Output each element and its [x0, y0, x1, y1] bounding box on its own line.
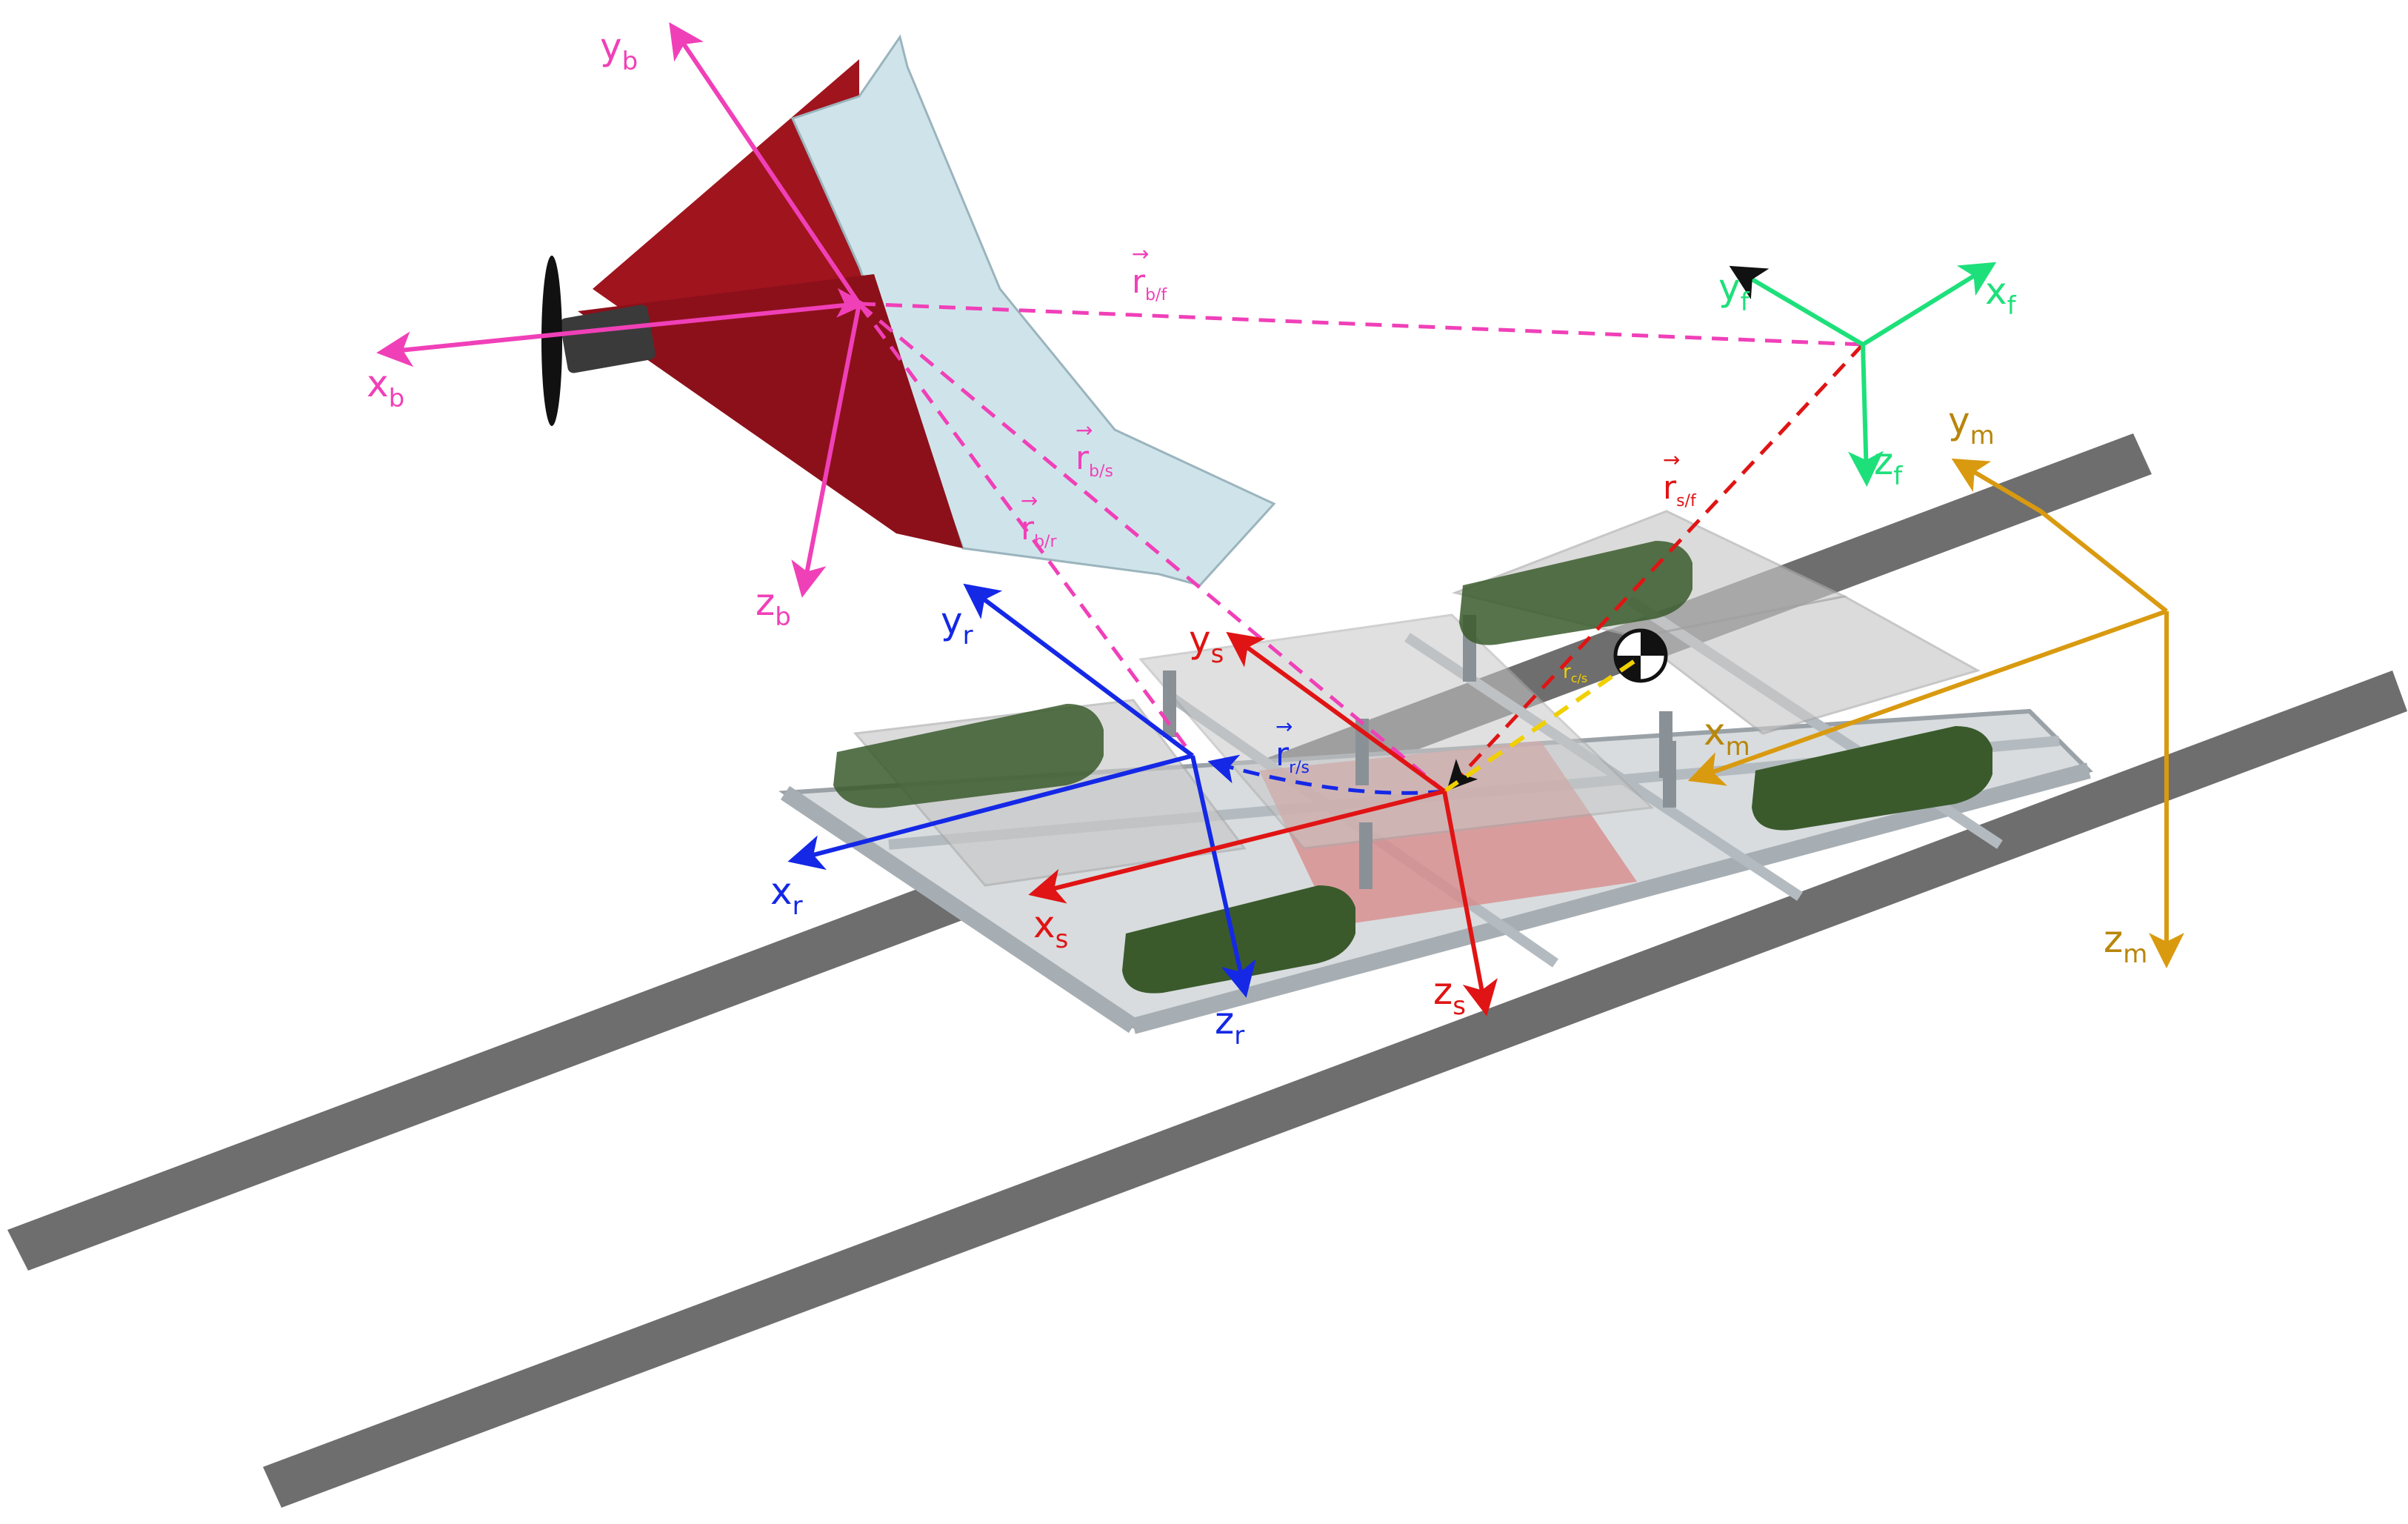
post — [1359, 822, 1373, 889]
com-quadrant — [1615, 656, 1641, 681]
reference-x-axis — [787, 753, 1193, 871]
pad-right — [1752, 726, 1992, 831]
label-r-b-s: → rb/s — [1075, 418, 1113, 481]
label-y-b: yb — [600, 25, 638, 76]
pads — [833, 541, 1992, 994]
vector-r-b-r — [857, 302, 1195, 757]
label-y-f: yf — [1718, 266, 1750, 317]
pad-left — [833, 704, 1104, 808]
post — [1163, 671, 1176, 737]
field-y-axis — [1729, 265, 1864, 347]
vector-label-text: rb/s — [1075, 439, 1113, 481]
label-x-b: xb — [367, 362, 404, 413]
vector-label-text: rr/s — [1275, 736, 1310, 777]
sled-x-axis — [1028, 789, 1445, 904]
label-y-r: yr — [941, 599, 973, 650]
axis-labels: xb yb zb xr yr zr xs ys zs xf yf zf xm y… — [367, 25, 2147, 1051]
flying-wing-aircraft — [541, 34, 1276, 587]
vector-label-text: rb/f — [1132, 263, 1167, 305]
label-r-s-f: → rs/f — [1663, 447, 1697, 510]
pad-back — [1459, 541, 1692, 645]
wing-red-lower — [578, 274, 963, 548]
sled-z-axis — [1442, 791, 1498, 1016]
vector-r-c-s — [1443, 657, 1638, 793]
sled-platform — [778, 510, 2093, 1034]
label-r-b-f: → rb/f — [1132, 242, 1167, 305]
label-x-s: xs — [1033, 903, 1068, 954]
propeller-blade — [541, 256, 562, 426]
reference-y-axis — [963, 583, 1194, 758]
frame-bar — [1131, 762, 2091, 1034]
vector-r-r-s — [1207, 754, 1445, 795]
label-z-f: zf — [1874, 440, 1903, 491]
motion-y-axis — [1951, 458, 2168, 613]
plate-center — [1138, 613, 1655, 850]
label-r-c-s: rc/s — [1563, 661, 1587, 685]
label-z-s: zs — [1433, 970, 1466, 1021]
label-z-m: zm — [2104, 918, 2147, 969]
reference-frame-axes — [787, 583, 1256, 998]
body-z-axis — [791, 303, 861, 598]
label-y-s: ys — [1189, 618, 1224, 669]
label-r-r-s: → rr/s — [1275, 714, 1310, 777]
vector-arrow-mark: → — [1075, 418, 1093, 442]
label-z-r: zr — [1215, 999, 1244, 1051]
motor-housing — [560, 305, 656, 373]
label-x-f: xf — [1985, 270, 2017, 321]
rail-front — [263, 671, 2407, 1508]
vector-label-text: rb/r — [1021, 510, 1057, 551]
field-z-axis — [1848, 344, 1884, 487]
sled-y-axis — [1226, 631, 1446, 793]
reference-z-axis — [1190, 755, 1256, 998]
post — [1659, 711, 1672, 778]
label-y-m: ym — [1948, 399, 1995, 450]
position-vectors — [836, 287, 1864, 795]
body-x-axis — [376, 302, 860, 367]
vector-arrow-mark: → — [1663, 447, 1680, 472]
plate-right — [1634, 595, 1981, 735]
label-z-b: zb — [756, 581, 791, 632]
vector-arrow-mark: → — [1275, 714, 1293, 739]
vector-r-b-s — [858, 302, 1446, 793]
vector-label-text: rc/s — [1563, 661, 1587, 685]
field-x-axis — [1861, 262, 1997, 347]
sled-frame-axes — [1028, 631, 1498, 1016]
pad-front — [1122, 885, 1355, 994]
field-frame-axes — [1729, 262, 1997, 487]
label-x-r: xr — [770, 870, 803, 921]
body-y-axis — [669, 22, 861, 305]
com-quadrant — [1641, 630, 1666, 656]
label-x-m: xm — [1704, 711, 1750, 762]
propeller-icon — [541, 256, 562, 426]
label-r-b-r: → rb/r — [1021, 488, 1057, 551]
vector-arrow-mark: → — [1132, 242, 1149, 266]
frame-bar — [780, 785, 1138, 1034]
body-frame-axes — [376, 22, 861, 598]
vector-label-text: rs/f — [1663, 469, 1697, 510]
motion-x-axis — [1687, 609, 2168, 786]
vector-labels: → rb/f → rb/s → rb/r → rs/f → rr/s rc/s — [1021, 242, 1697, 777]
center-of-mass-marker — [1613, 628, 1668, 683]
vector-r-s-f — [1447, 343, 1864, 791]
motion-frame-axes — [1687, 458, 2184, 968]
vector-arrow-mark: → — [1021, 488, 1038, 513]
vector-r-b-f — [836, 287, 1864, 347]
